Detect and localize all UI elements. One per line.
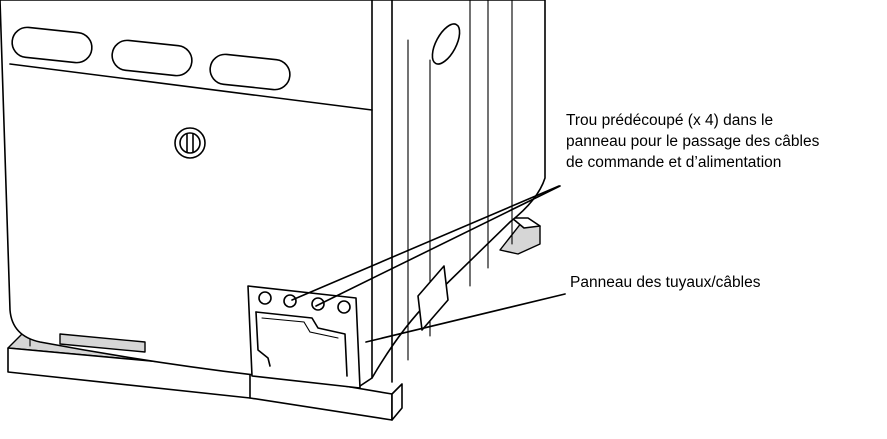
support-foot <box>499 217 541 255</box>
pipe-cable-panel <box>247 285 361 389</box>
vent-slots <box>11 23 461 91</box>
panel-callout-line-1: Panneau des tuyaux/câbles <box>570 274 761 291</box>
panel-callout: Panneau des tuyaux/câbles <box>570 272 760 293</box>
lock-knob <box>174 127 206 159</box>
knockout-hole <box>337 300 351 314</box>
side-access-opening <box>417 265 449 331</box>
knockout-hole <box>311 297 325 311</box>
knockout-hole <box>283 294 297 308</box>
knockout-callout-line-1: Trou prédécoupé (x 4) dans le <box>566 112 774 129</box>
knockout-hole <box>258 291 272 305</box>
knockout-callout-line-2: panneau pour le passage des câbles <box>566 133 820 150</box>
knockout-callout-line-3: de commande et d’alimentation <box>566 154 782 171</box>
knockout-callout: Trou prédécoupé (x 4) dans le panneau po… <box>566 110 819 173</box>
leader-lines <box>291 185 566 343</box>
